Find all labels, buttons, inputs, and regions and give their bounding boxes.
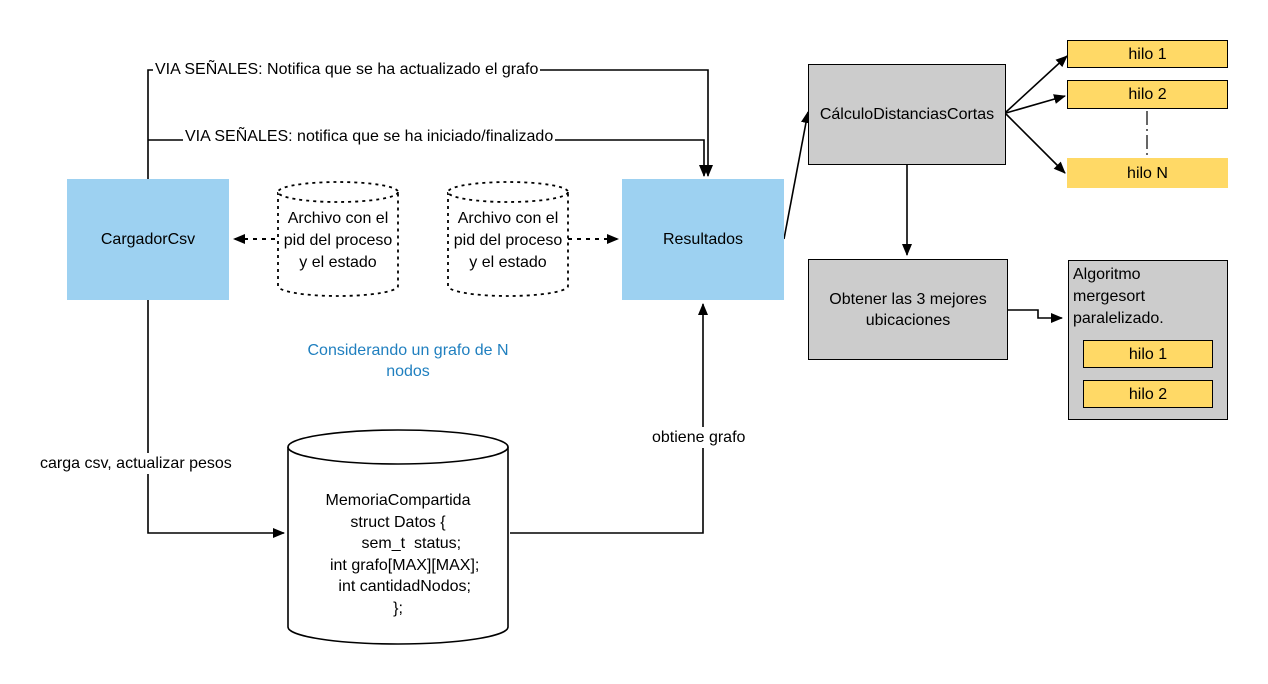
calc-thread-n: hilo N xyxy=(1067,158,1228,188)
resultados-to-calculo-line xyxy=(783,111,811,240)
signal-started-label: VIA SEÑALES: notifica que se ha iniciado… xyxy=(183,126,556,147)
memoria-compartida-label: MemoriaCompartida struct Datos { sem_t s… xyxy=(325,492,480,617)
calculo-to-hilo2-line xyxy=(1005,94,1066,114)
carga-csv-label: carga csv, actualizar pesos xyxy=(38,453,234,474)
memoria-to-resultados-line xyxy=(510,303,708,534)
calc-thread-2: hilo 2 xyxy=(1067,80,1228,109)
signal-graph-updated-label: VIA SEÑALES: Notifica que se ha actualiz… xyxy=(153,59,541,80)
cargador-to-memoria-line xyxy=(147,300,285,538)
obtener-mejores-node[interactable]: Obtener las 3 mejores ubicaciones xyxy=(808,259,1008,360)
file-right-label: Archivo con el pid del proceso y el esta… xyxy=(453,210,563,271)
calc-thread-1: hilo 1 xyxy=(1067,40,1228,68)
resultados-node[interactable]: Resultados xyxy=(622,179,784,300)
file-left-label: Archivo con el pid del proceso y el esta… xyxy=(283,210,393,271)
calculo-to-hiloN-line xyxy=(1005,113,1066,174)
calculo-distancias-node[interactable]: CálculoDistanciasCortas xyxy=(808,64,1006,165)
file-cylinder-left xyxy=(277,181,399,297)
merge-thread-2: hilo 2 xyxy=(1083,380,1213,408)
calculo-to-hilo1-line xyxy=(1005,55,1068,113)
memoria-cylinder xyxy=(287,429,509,645)
obtiene-grafo-label: obtiene grafo xyxy=(648,427,750,448)
file-cylinder-right xyxy=(447,181,569,297)
merge-thread-1: hilo 1 xyxy=(1083,340,1213,368)
grafo-note: Considerando un grafo de N nodos xyxy=(307,342,509,380)
cargador-csv-node[interactable]: CargadorCsv xyxy=(67,179,229,300)
obtener-to-algoritmo-line xyxy=(1008,309,1063,323)
algoritmo-mergesort-label: Algoritmo mergesort paralelizado. xyxy=(1073,266,1164,327)
signal-graph-updated-line xyxy=(147,69,713,180)
